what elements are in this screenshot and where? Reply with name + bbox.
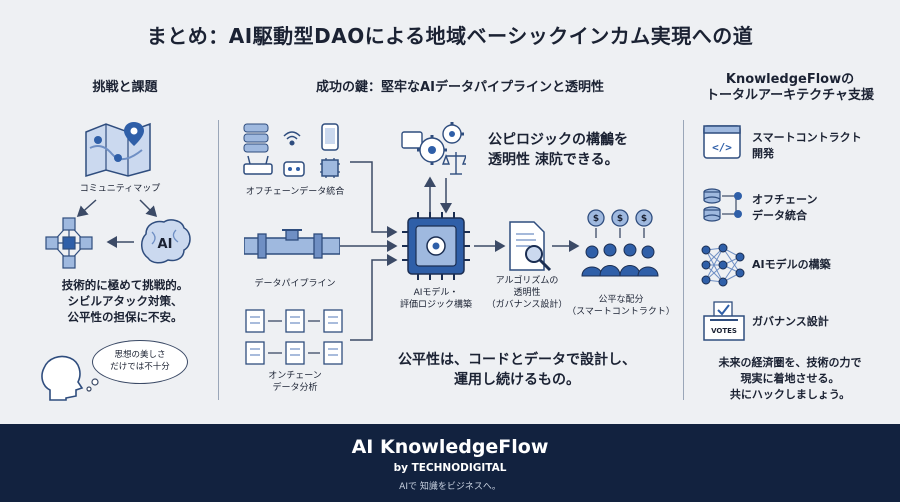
algorithm-transparency-label: アルゴリズムの 透明性 （ガバナンス設計） [472,275,582,311]
offchain-item-line-1: オフチェーン [752,193,818,206]
smart-contract-line-1: スマートコントラクト [752,131,862,144]
page-title: まとめ：AI駆動型DAOによる地域ベーシックインカム実現への道 [146,24,754,48]
data-pipeline-icon [244,229,340,259]
wifi-icon [283,131,301,146]
people-group-icon [581,243,659,277]
challenge-text: 技術的に極めて挑戦的。 シビルアタック対策、 公平性の担保に不安。 [40,277,210,325]
fair-distribution-icon: $ $ $ [581,209,659,277]
document-search-icon [509,221,552,272]
logic-text-line-2: 透明性 涑阬できる。 [488,152,619,168]
ai-model-label: AIモデル・ 評価ロジック構築 [386,287,486,311]
thought-bubble [92,340,188,384]
challenge-line-1: 技術的に極めて挑戦的。 [61,278,189,292]
neural-network-icon [701,243,745,287]
gears-icon [401,122,466,175]
right-heading-line-1: KnowledgeFlowの [725,72,855,87]
smart-contract-line-2: 開発 [752,147,774,160]
database-network-icon [703,188,742,222]
fair-distribution-label: 公平な配分 （スマートコントラクト） [566,294,676,318]
column-divider-left [218,120,219,400]
closing-line-2: 現実に着地させる。 [740,372,840,385]
challenge-line-3: 公平性の担保に不安。 [67,310,183,324]
fairness-line-2: 運用し続けるもの。 [454,372,580,388]
scale-icon [441,152,466,175]
onchain-label: オンチェーン データ分析 [228,370,362,394]
ballot-box-icon: VOTES [703,301,745,341]
ai-brain-icon: AI [141,219,191,264]
ai-chip-icon [402,212,470,280]
ai-brain-text: AI [158,237,173,252]
right-item-governance: ガバナンス設計 [752,315,829,328]
right-item-smart-contract: スマートコントラクト 開発 [752,130,892,162]
fair-label-line-2: （スマートコントラクト） [567,307,675,317]
thought-bubble-text: 思想の美しさ だけでは不十分 [92,349,188,373]
logic-transparency-text: 公ピロジックの構鸙を 透明性 涑阬できる。 [488,130,678,170]
fair-label-line-1: 公平な配分 [598,295,644,305]
ai-model-label-line-1: AIモデル・ [413,288,459,298]
closing-line-3: 共にハックしましょう。 [729,388,851,401]
offchain-sources-icon [243,123,340,178]
server-stack-icon [243,123,269,153]
algo-label-line-1: アルゴリズムの [495,276,559,286]
offchain-item-line-2: データ統合 [752,209,807,222]
left-column-heading: 挑戦と課題 [92,80,158,95]
hub-icon [283,161,305,177]
phone-icon [321,123,339,151]
onchain-documents-icon [245,309,343,365]
thought-dots-icon [86,378,99,392]
algo-label-line-3: （ガバナンス設計） [486,300,568,310]
right-item-ai-model: AIモデルの構築 [752,258,831,271]
right-item-offchain: オフチェーン データ統合 [752,192,892,224]
pipeline-label: データパイプライン [254,279,336,289]
code-window-icon: </> [703,125,741,159]
logic-text-line-1: 公ピロジックの構鸙を [488,132,628,148]
footer-brand: AI KnowledgeFlow [351,436,549,458]
offchain-label: オフチェーンデータ統合 [245,187,345,197]
svg-text:$: $ [617,214,623,224]
onchain-label-line-2: データ分析 [272,383,318,393]
node-network-icon [45,217,93,269]
onchain-label-line-1: オンチェーン [268,371,322,381]
closing-line-1: 未来の経済圏を、技術の力で [718,356,862,369]
fairness-line-1: 公平性は、コードとデータで設計し、 [398,352,636,368]
svg-text:$: $ [641,214,647,224]
fairness-statement: 公平性は、コードとデータで設計し、 運用し続けるもの。 [362,350,672,390]
footer-banner: AI KnowledgeFlow by TECHNODIGITAL AIで 知識… [0,424,900,502]
right-column-heading: KnowledgeFlowの トータルアーキテクチャ支援 [690,72,890,104]
footer-company: by TECHNODIGITAL [393,462,507,474]
closing-message: 未来の経済圏を、技術の力で 現実に着地させる。 共にハックしましょう。 [690,355,890,403]
router-icon [243,155,273,175]
thinking-head-icon [41,355,84,401]
challenge-line-2: シビルアタック対策、 [67,294,183,308]
algo-label-line-2: 透明性 [513,288,541,298]
bubble-line-1: 思想の美しさ [114,350,166,360]
column-divider-right [683,120,684,400]
right-heading-line-2: トータルアーキテクチャ支援 [705,88,875,103]
community-map-icon [85,122,151,178]
footer-tagline: AIで 知識をビジネスへ。 [399,482,501,492]
center-column-heading: 成功の鍵：堅牢なAIデータパイプラインと透明性 [316,80,604,95]
ballot-box-text: VOTES [711,327,737,335]
bubble-line-2: だけでは不十分 [110,362,170,372]
microchip-icon [320,158,340,178]
svg-text:$: $ [593,214,599,224]
svg-text:</>: </> [712,141,732,154]
community-map-label: コミュニティマップ [79,184,161,194]
ai-model-label-line-2: 評価ロジック構築 [399,300,472,310]
